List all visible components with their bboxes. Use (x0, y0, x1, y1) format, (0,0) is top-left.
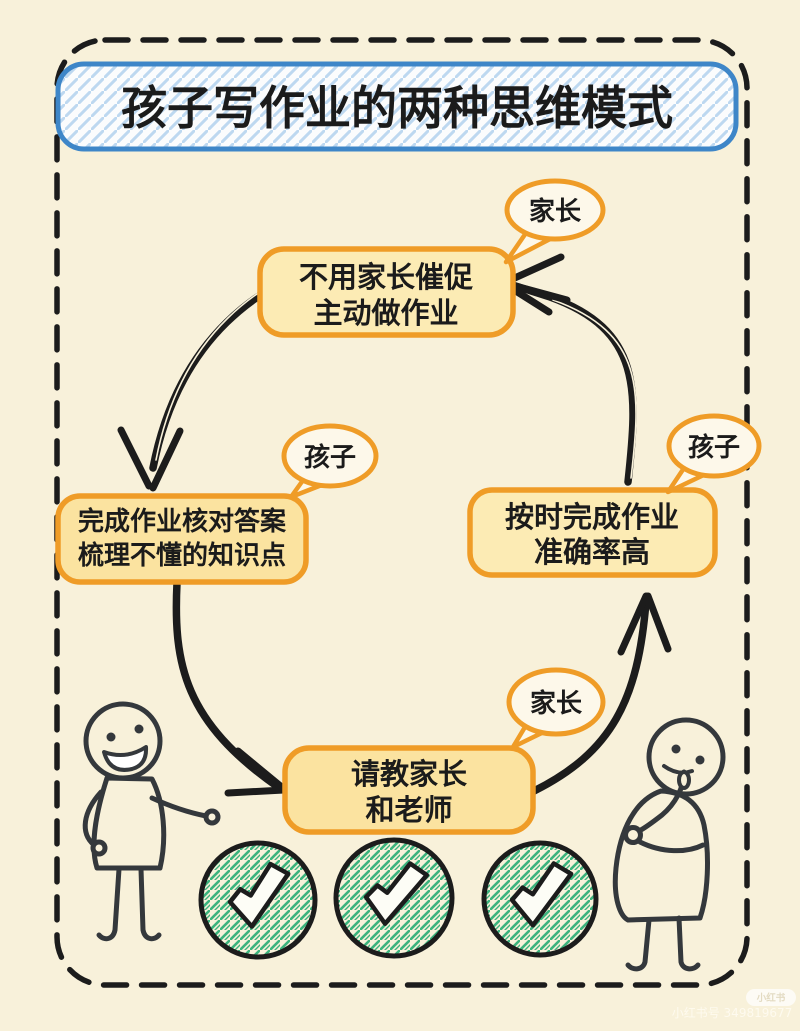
node-top: 不用家长催促 主动做作业 (257, 246, 516, 338)
eye-icon (106, 732, 116, 742)
node-right-box (467, 487, 718, 578)
node-top-box (257, 246, 516, 338)
bubble-child-left: 孩子 (281, 423, 379, 500)
check-icon (481, 840, 599, 958)
watermark-badge (746, 989, 796, 1006)
watermark: 小红书 小红书号 349819677 (672, 989, 796, 1020)
node-top-line2: 主动做作业 (313, 296, 458, 330)
node-left-line2: 梳理不懂的知识点 (78, 540, 286, 571)
node-bottom-line1: 请教家长 (351, 757, 468, 791)
page-title: 孩子写作业的两种思维模式 (121, 81, 673, 135)
arrow-left-to-bottom (172, 579, 288, 797)
node-left-line1: 完成作业核对答案 (78, 506, 287, 537)
check-icon (198, 840, 318, 960)
bubble-shape (281, 423, 379, 489)
eye-icon (671, 744, 681, 754)
node-bottom: 请教家长 和老师 (282, 745, 536, 835)
check-icon (333, 837, 455, 959)
watermark-badge-label: 小红书 (756, 992, 786, 1004)
bubble-child-right: 孩子 (665, 413, 762, 495)
arrow-right-to-top (504, 253, 637, 486)
node-left: 完成作业核对答案 梳理不懂的知识点 (55, 493, 309, 585)
arrow-bottom-to-right (530, 592, 672, 795)
node-bottom-box (282, 745, 536, 835)
node-right: 按时完成作业 准确率高 (467, 487, 718, 578)
node-top-line1: 不用家长催促 (299, 260, 473, 294)
bubble-parent-top: 家长 (503, 178, 606, 265)
watermark-id: 小红书号 349819677 (672, 1005, 793, 1020)
eye-icon (695, 755, 705, 765)
smile-mouth-icon (102, 745, 149, 772)
figure-thinking-child (612, 717, 726, 972)
bubble-shape (666, 413, 762, 479)
node-left-box (55, 493, 309, 585)
title-banner: 孩子写作业的两种思维模式 (55, 61, 739, 152)
mouth-icon (662, 764, 694, 775)
figure-happy-child (82, 701, 221, 942)
bubble-parent-bottom: 家长 (506, 667, 606, 750)
bubble-shape (504, 178, 606, 242)
bubble-label: 孩子 (688, 432, 740, 463)
title-banner-hatch (58, 64, 736, 149)
node-right-line1: 按时完成作业 (505, 500, 679, 534)
node-bottom-line2: 和老师 (365, 793, 452, 827)
bubble-shape (506, 667, 606, 737)
eye-icon (134, 724, 144, 734)
node-right-line2: 准确率高 (534, 535, 650, 569)
bubble-label: 家长 (530, 688, 583, 719)
title-banner-border (55, 61, 739, 152)
bubble-label: 孩子 (304, 442, 356, 473)
bubble-label: 家长 (529, 196, 582, 227)
